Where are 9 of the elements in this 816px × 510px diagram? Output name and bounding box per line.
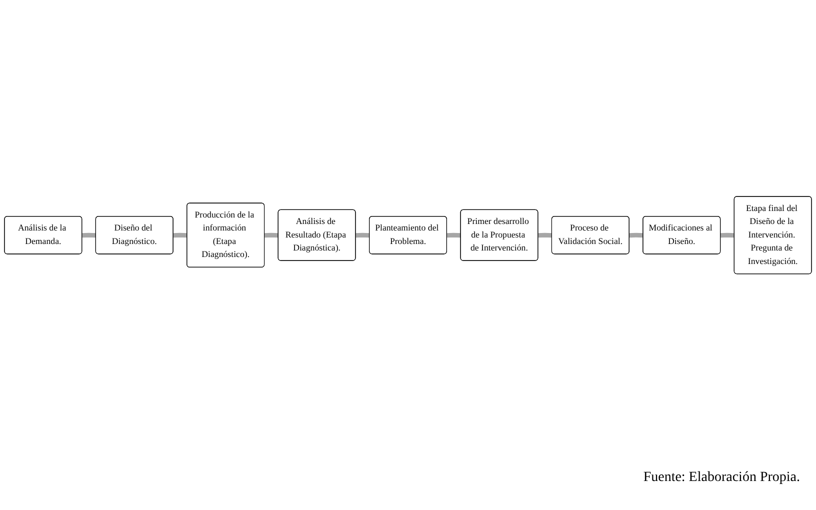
connector bbox=[538, 232, 552, 238]
connector bbox=[629, 232, 644, 238]
connector bbox=[720, 232, 734, 238]
connector bbox=[446, 232, 461, 238]
source-note: Fuente: Elaboración Propia. bbox=[642, 470, 800, 486]
connector bbox=[82, 232, 96, 238]
connector bbox=[173, 232, 188, 238]
connector bbox=[356, 232, 370, 238]
connector bbox=[264, 232, 278, 238]
